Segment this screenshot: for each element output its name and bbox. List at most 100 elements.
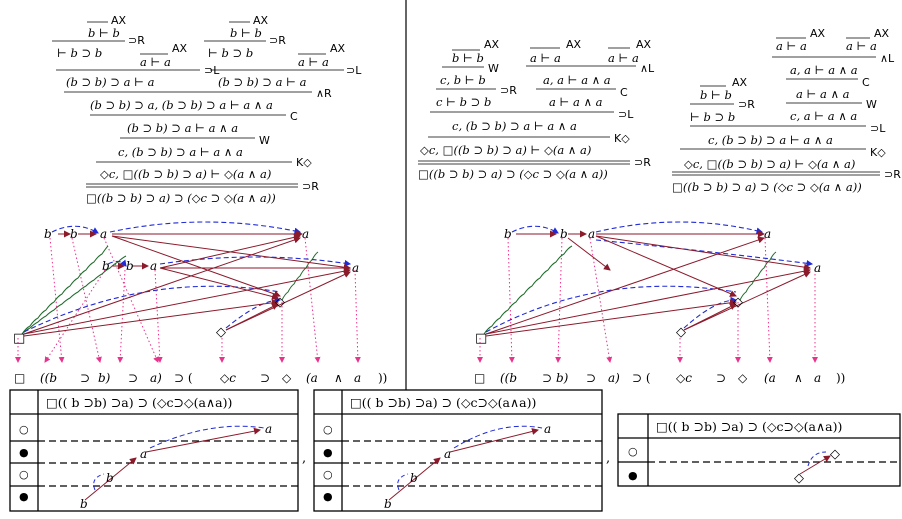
proof-rule-label: AX xyxy=(172,42,188,55)
label-a: a xyxy=(140,447,147,461)
formula-tokens-right: □((b⊃b)⊃a)⊃ (◇c⊃◇(a∧a)) xyxy=(474,371,845,385)
node-diamond: ◇ xyxy=(794,471,804,486)
proof-rule-label: C xyxy=(620,86,628,99)
proof-sequent: b ⊢ b xyxy=(230,26,262,40)
proof-rule-label: C xyxy=(862,76,870,89)
formula-left-token: ⊃ xyxy=(260,371,270,385)
node-diamond: ◇ xyxy=(216,325,226,340)
formula-tokens-left: □((b⊃b)⊃a)⊃ (◇c⊃◇(a∧a)) xyxy=(14,371,387,385)
wavy-edge xyxy=(739,251,777,301)
proof-sequent: (b ⊃ b) ⊃ a, (b ⊃ b) ⊃ a ⊢ a ∧ a xyxy=(90,98,273,112)
table-1: □(( b ⊃b) ⊃a) ⊃ (◇c⊃◇(a∧a)) ○ ● ○ ● b b … xyxy=(9,389,299,512)
formula-right-token: ((b xyxy=(500,371,517,385)
proof-sequent: c, (b ⊃ b) ⊃ a ⊢ a ∧ a xyxy=(118,145,243,159)
formula-right-token: ◇ xyxy=(738,371,748,385)
table-3: □(( b ⊃b) ⊃a) ⊃ (◇c⊃◇(a∧a)) ○ ● ◇ ◇ xyxy=(617,413,901,487)
label-b: b xyxy=(80,497,88,511)
node-a: a xyxy=(302,227,309,241)
formula-right-token: ⊃ xyxy=(542,371,552,385)
formula-right-token: □ xyxy=(474,371,485,385)
formula-right-token: ∧ xyxy=(794,371,803,385)
proof-sequent: c, b ⊢ b xyxy=(440,73,486,87)
proof-sequent: a, a ⊢ a ∧ a xyxy=(543,73,611,87)
formula-left-token: ((b xyxy=(40,371,57,385)
projection-lines xyxy=(477,237,818,363)
left-proof-net: b b a a b b a a □ ◇ ◇ xyxy=(13,221,361,363)
formula-left-token: ⊃ xyxy=(128,371,138,385)
proof-sequent: c, (b ⊃ b) ⊃ a ⊢ a ∧ a xyxy=(708,133,833,147)
proof-sequent: ◇c, □((b ⊃ b) ⊃ a) ⊢ ◇(a ∧ a) xyxy=(420,143,591,157)
formula-right-token: b) xyxy=(556,371,569,385)
proof-rule-label: K◇ xyxy=(870,146,886,159)
proof-sequent: (b ⊃ b) ⊃ a ⊢ a xyxy=(66,75,155,89)
formula-left-token: a xyxy=(354,371,361,385)
proof-rule-label: ⊃R xyxy=(738,98,755,111)
proof-sequent: c, a ⊢ a ∧ a xyxy=(790,109,857,123)
proof-sequent: ◇c, □((b ⊃ b) ⊃ a) ⊢ ◇(a ∧ a) xyxy=(100,167,271,181)
proof-sequent: □((b ⊃ b) ⊃ a) ⊃ (◇c ⊃ ◇(a ∧ a)) xyxy=(672,180,862,194)
proof-sequent: b ⊢ b xyxy=(452,51,484,65)
proof-rule-label: ⊃R xyxy=(128,34,145,47)
polarity-black: ● xyxy=(628,469,638,482)
formula-right-token: (a xyxy=(764,371,776,385)
proof-sequent: (b ⊃ b) ⊃ a ⊢ a ∧ a xyxy=(127,121,238,135)
proof-rule-label: ∧L xyxy=(880,52,895,65)
proof-sequent: a ⊢ a xyxy=(530,51,561,65)
proof-rule-label: ⊃L xyxy=(870,122,886,135)
formula-left-token: ∧ xyxy=(334,371,343,385)
proof-rule-label: W xyxy=(866,98,877,111)
polarity-white: ○ xyxy=(323,468,333,481)
formula-left-token: ◇ xyxy=(282,371,292,385)
separator-comma: , xyxy=(606,451,610,466)
proof-rule-label: W xyxy=(488,62,499,75)
arrow-edges xyxy=(485,230,811,337)
proof-rule-label: W xyxy=(259,134,270,147)
node-b: b xyxy=(70,227,78,241)
proof-sequent: □((b ⊃ b) ⊃ a) ⊃ (◇c ⊃ ◇(a ∧ a)) xyxy=(86,191,276,205)
node-a: a xyxy=(150,259,157,273)
node-b: b xyxy=(126,259,134,273)
formula-right-token: a xyxy=(814,371,821,385)
proof-sequent: a ⊢ a ∧ a xyxy=(796,87,850,101)
node-b: b xyxy=(560,227,568,241)
polarity-white: ○ xyxy=(323,423,333,436)
formula-left-token: ◇c xyxy=(220,371,236,385)
proof-rule-label: ⊃L xyxy=(346,64,362,77)
formula-right-token: )) xyxy=(836,371,845,385)
formula-left-token: a) xyxy=(150,371,162,385)
proof-sequent: a ⊢ a xyxy=(298,55,329,69)
label-a: a xyxy=(544,422,551,436)
proof-rule-label: K◇ xyxy=(296,156,312,169)
label-b: b xyxy=(384,497,392,511)
proof-rule-label: ∧L xyxy=(640,62,655,75)
proof-sequent: b ⊢ b xyxy=(88,26,120,40)
formula-right-token: ⊃ xyxy=(586,371,596,385)
arrow-edges xyxy=(23,230,351,337)
proof-rule-label: AX xyxy=(636,38,652,51)
proof-sequent: a ⊢ a xyxy=(846,39,877,53)
node-diamond: ◇ xyxy=(830,447,840,462)
proof-sequent: b ⊢ b xyxy=(700,88,732,102)
right-proof-tree-a: AX b ⊢ b W c, b ⊢ b ⊃R c ⊢ b ⊃ b AX a ⊢ … xyxy=(418,38,655,181)
proof-rule-label: ⊃L xyxy=(618,108,634,121)
formula-left-token: (a xyxy=(306,371,318,385)
proof-sequent: a ⊢ a ∧ a xyxy=(549,95,603,109)
table-header: □(( b ⊃b) ⊃a) ⊃ (◇c⊃◇(a∧a)) xyxy=(350,395,536,410)
polarity-black: ● xyxy=(19,446,29,459)
proof-rule-label: K◇ xyxy=(614,132,630,145)
proof-rule-label: AX xyxy=(330,42,346,55)
node-a: a xyxy=(100,227,107,241)
proof-rule-label: AX xyxy=(484,38,500,51)
proof-rule-label: ⊃L xyxy=(204,64,220,77)
proof-rule-label: ⊃R xyxy=(269,34,286,47)
proof-sequent: ⊢ b ⊃ b xyxy=(208,46,253,60)
proof-rule-label: ⊃R xyxy=(634,156,651,169)
polarity-black: ● xyxy=(323,490,333,503)
proof-rule-label: ⊃R xyxy=(884,168,901,181)
projection-lines xyxy=(15,237,361,363)
node-diamond: ◇ xyxy=(275,295,285,310)
polarity-black: ● xyxy=(19,490,29,503)
proof-sequent: ◇c, □((b ⊃ b) ⊃ a) ⊢ ◇(a ∧ a) xyxy=(684,157,855,171)
node-a: a xyxy=(814,261,821,275)
label-a: a xyxy=(444,447,451,461)
